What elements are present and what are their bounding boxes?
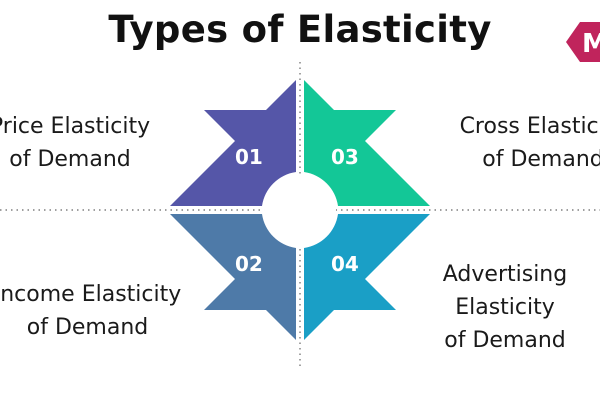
label-line: of Demand — [444, 328, 566, 353]
label-line: Cross Elasticity — [459, 114, 600, 139]
label-advertising-elasticity: Advertising Elasticity of Demand — [420, 258, 590, 357]
label-line: Price Elasticity — [0, 114, 151, 139]
quadrant-04-number: 04 — [331, 252, 359, 276]
logo-letter: M — [582, 29, 600, 59]
label-line: Elasticity — [455, 295, 555, 320]
logo-hexagon — [566, 22, 600, 62]
quadrant-03-shape — [304, 80, 430, 206]
label-line: Income Elasticity — [0, 282, 182, 307]
label-line: of Demand — [26, 315, 149, 340]
quadrant-03-number: 03 — [331, 145, 359, 169]
brand-logo: M — [566, 22, 600, 62]
label-price-elasticity: Price Elasticity of Demand — [0, 110, 160, 176]
page-title: Types of Elasticity — [108, 8, 492, 51]
quadrant-02-number: 02 — [235, 252, 263, 276]
label-cross-elasticity: Cross Elasticity of Demand — [428, 110, 600, 176]
label-line: of Demand — [9, 147, 131, 172]
quadrant-01-shape — [170, 80, 296, 206]
quadrant-01-number: 01 — [235, 145, 263, 169]
center-circle — [264, 174, 336, 246]
label-line: Advertising — [442, 262, 568, 287]
quadrant-04-shape — [304, 214, 430, 340]
label-line: of Demand — [482, 147, 600, 172]
label-income-elasticity: Income Elasticity of Demand — [0, 278, 195, 344]
quadrant-02-shape — [170, 214, 296, 340]
